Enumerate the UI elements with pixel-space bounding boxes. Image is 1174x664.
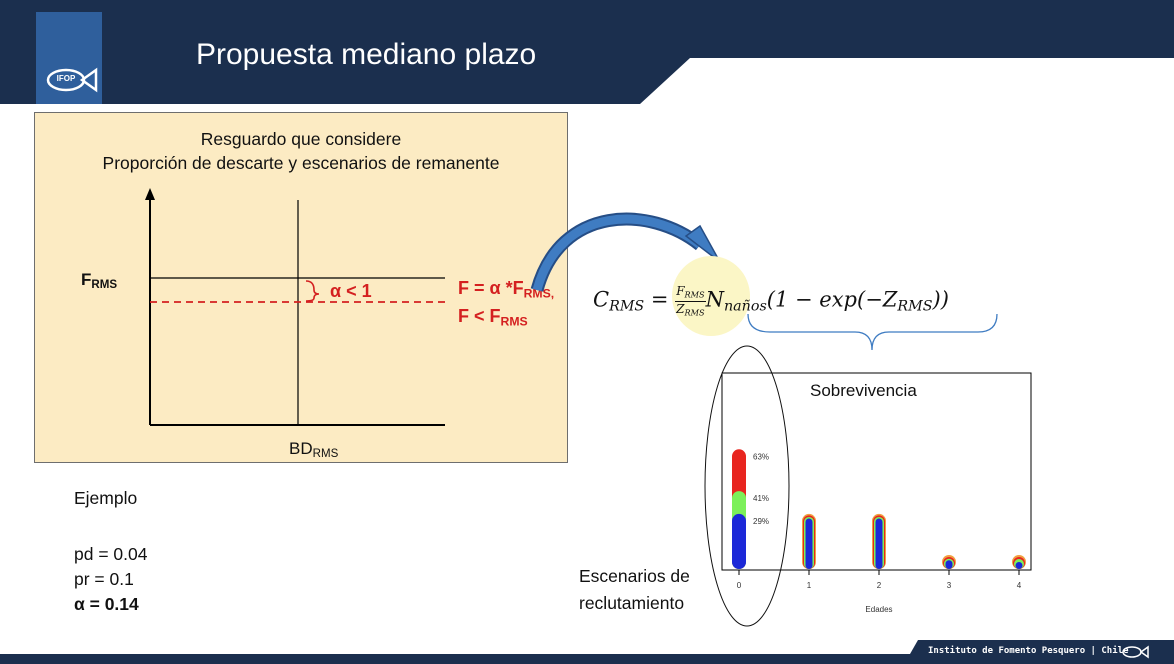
data-label-41: 41% (753, 494, 769, 503)
x-tick-label: 4 (1017, 581, 1022, 590)
fish-logo-icon (46, 67, 98, 93)
bar-age3-ring3 (945, 560, 953, 569)
footer-bar (0, 654, 1174, 664)
example-title: Ejemplo (74, 488, 138, 508)
chart-x-ticks: 0 1 2 3 4 (737, 570, 1022, 590)
x-tick-label: 2 (877, 581, 882, 590)
x-tick-label: 1 (807, 581, 812, 590)
x-tick-label: 0 (737, 581, 742, 590)
bar-age0-blue (732, 513, 746, 569)
data-label-29: 29% (753, 517, 769, 526)
y-axis-arrow-icon (145, 188, 155, 200)
scenario-label: Escenarios de reclutamiento (579, 563, 690, 617)
x-axis-label: BDRMS (289, 439, 339, 461)
chart-title: Sobrevivencia (810, 381, 917, 400)
slide-title: Propuesta mediano plazo (196, 38, 537, 71)
bar-age4-ring3 (1015, 562, 1023, 569)
formula: CRMS = FRMS ZRMS Nnaños(1 − exp(−ZRMS)) (593, 284, 949, 318)
box-heading-line1: Resguardo que considere (200, 129, 402, 149)
footer-text: Instituto de Fomento Pesquero | Chile (928, 646, 1129, 656)
example-pr: pr = 0.1 (74, 569, 134, 589)
logo-text: IFOP (56, 74, 76, 83)
y-axis-label: FRMS (81, 270, 118, 292)
equation-line2: F < FRMS (458, 306, 528, 329)
scenario-label-line2: reclutamiento (579, 593, 685, 613)
bar-age2-ring3 (875, 518, 883, 569)
fraction-highlight (672, 256, 750, 336)
example-alpha: α = 0.14 (74, 594, 139, 614)
fraction: FRMS ZRMS (675, 284, 706, 318)
arrow-head-icon (684, 224, 721, 263)
box-heading-line2: Proporción de descarte y escenarios de r… (102, 153, 500, 173)
scenario-label-line1: Escenarios de (579, 566, 690, 586)
data-label-63: 63% (753, 452, 769, 461)
x-tick-label: 3 (947, 581, 952, 590)
box-heading: Resguardo que considere Proporción de de… (34, 127, 568, 175)
example-values: pd = 0.04 pr = 0.1 α = 0.14 (74, 542, 147, 617)
logo-block: IFOP (36, 12, 102, 104)
bar-age1-ring3 (805, 518, 813, 569)
header-banner (0, 0, 1174, 104)
alpha-label: α < 1 (330, 281, 372, 301)
chart-x-label: Edades (865, 605, 892, 614)
resguardo-box (34, 112, 568, 463)
age0-highlight-ellipse (704, 345, 790, 627)
alpha-brace-icon (305, 280, 320, 302)
equation-line1: F = α *FRMS, (458, 278, 555, 301)
example-pd: pd = 0.04 (74, 544, 148, 564)
chart-bars: 63% 41% 29% (732, 449, 1026, 569)
